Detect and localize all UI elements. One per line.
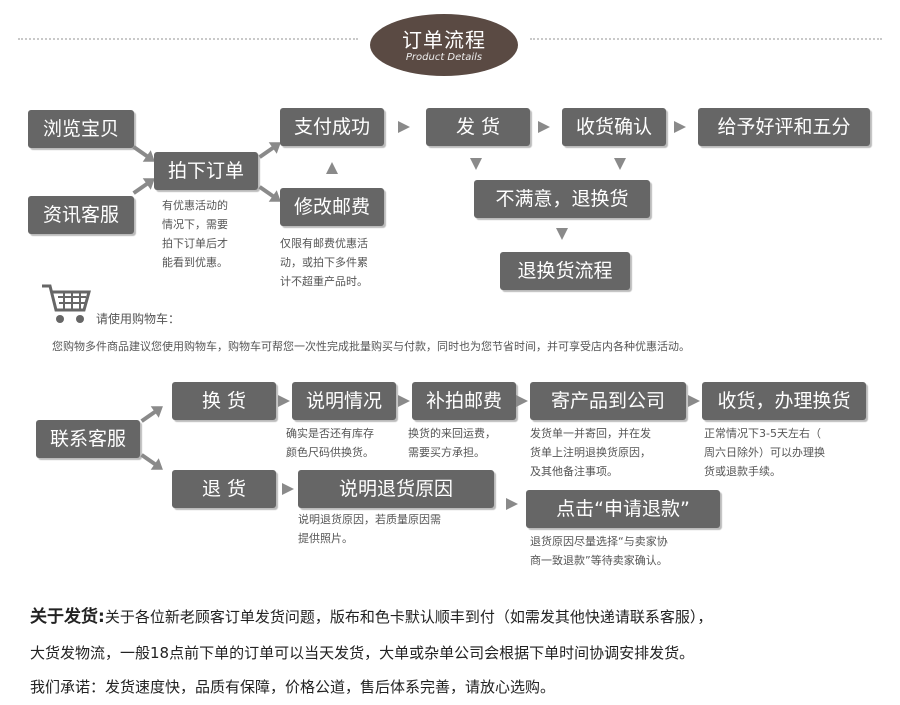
shipping-heading: 关于发货: (30, 607, 105, 627)
arrow-repost-send (516, 395, 528, 407)
order-note: 有优惠活动的情况下，需要拍下订单后才能看到优惠。 (162, 199, 228, 269)
arrow-consult-order (132, 181, 150, 195)
arrow-modify-pay (326, 162, 338, 174)
refund-step: 退 货 (172, 470, 276, 508)
explain-step: 说明情况 (292, 382, 396, 420)
page-subtitle: Product Details (405, 52, 483, 63)
arrow-order-pay (258, 145, 276, 159)
explain-refund-step: 说明退货原因 (298, 470, 494, 508)
header-divider-right (530, 38, 882, 40)
consult-step: 资讯客服 (28, 196, 134, 234)
shipping-info-line-1: 关于发货:关于各位新老顾客订单发货问题，版布和色卡默认顺丰到付（如需发其他快递请… (30, 607, 713, 627)
apply-note: 退货原因尽量选择“与卖家协商一致退款”等待卖家确认。 (530, 535, 668, 567)
send-to-company-step: 寄产品到公司 (530, 382, 686, 420)
arrow-unsatisfied-return (556, 228, 568, 240)
contact-service-step: 联系客服 (36, 420, 140, 458)
arrow-order-modify (258, 185, 276, 199)
return-flow-step: 退换货流程 (500, 252, 630, 290)
arrow-explain-apply (506, 498, 518, 510)
postage-note: 仅限有邮费优惠活动，或拍下多件累计不超重产品时。 (280, 237, 368, 288)
shipping-info-line-3: 我们承诺：发货速度快，品质有保障，价格公道，售后体系完善，请放心选购。 (30, 678, 556, 696)
section-title-badge: 订单流程 Product Details (370, 14, 518, 76)
arrow-refund-explain (282, 483, 294, 495)
shopping-cart-icon (42, 284, 91, 323)
cart-description: 您购物多件商品建议您使用购物车，购物车可帮您一次性完成批量购买与付款，同时也为您… (52, 340, 690, 353)
modify-postage-step: 修改邮费 (280, 188, 384, 226)
receive-exchange-step: 收货，办理换货 (702, 382, 866, 420)
arrow-ship-unsatisfied (470, 158, 482, 170)
browse-step: 浏览宝贝 (28, 110, 134, 148)
arrow-ship-confirm (538, 121, 550, 133)
apply-refund-step: 点击“申请退款” (526, 490, 720, 528)
shipping-info-line-2: 大货发物流，一般18点前下单的订单可以当天发货，大单或杂单公司会根据下单时间协调… (30, 644, 695, 662)
arrow-exchange-explain (278, 395, 290, 407)
ship-step: 发 货 (426, 108, 530, 146)
repost-note: 换货的来回运费，需要买方承担。 (408, 427, 496, 459)
page-title: 订单流程 (402, 28, 486, 52)
arrow-contact-refund (140, 453, 158, 467)
order-step: 拍下订单 (154, 152, 258, 190)
review-step: 给予好评和五分 (698, 108, 870, 146)
arrow-confirm-unsatisfied (614, 158, 626, 170)
arrow-explain-repost (398, 395, 410, 407)
header-divider-left (18, 38, 358, 40)
arrow-pay-ship (398, 121, 410, 133)
exchange-step: 换 货 (172, 382, 276, 420)
arrow-confirm-review (674, 121, 686, 133)
unsatisfied-step: 不满意，退换货 (474, 180, 650, 218)
send-note: 发货单一并寄回，并在发货单上注明退换货原因，及其他备注事项。 (530, 427, 651, 478)
arrow-browse-order (132, 145, 150, 159)
cart-label: 请使用购物车： (96, 312, 181, 326)
receive-note: 正常情况下3-5天左右（周六日除外）可以办理换货或退款手续。 (704, 427, 825, 478)
confirm-step: 收货确认 (562, 108, 666, 146)
pay-step: 支付成功 (280, 108, 384, 146)
refund-note: 说明退货原因，若质量原因需提供照片。 (298, 513, 441, 545)
arrow-contact-exchange (140, 409, 158, 423)
repost-postage-step: 补拍邮费 (412, 382, 516, 420)
arrow-send-receive (688, 395, 700, 407)
explain-note: 确实是否还有库存颜色尺码供换货。 (286, 427, 374, 459)
